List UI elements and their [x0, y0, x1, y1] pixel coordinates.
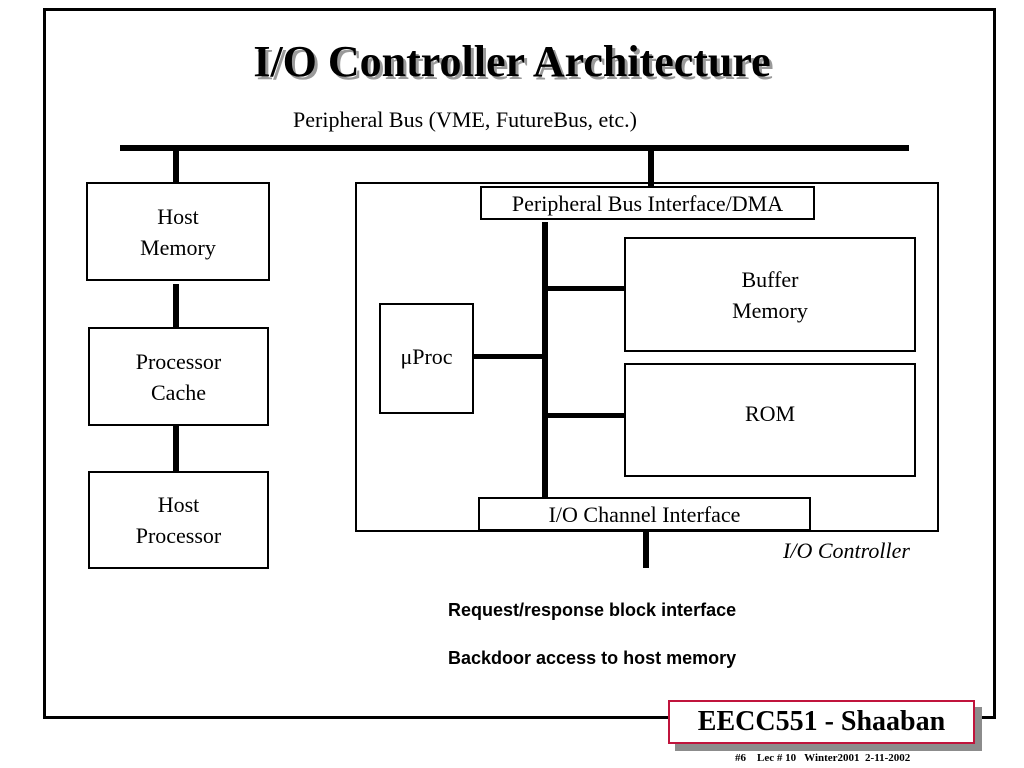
- rom-label: ROM: [744, 401, 796, 426]
- connector-bus-buffer: [545, 286, 625, 291]
- uproc-box: μProc: [379, 303, 474, 414]
- connector-bus-rom: [545, 413, 625, 418]
- note-backdoor-access: Backdoor access to host memory: [448, 648, 737, 668]
- io-controller-label: I/O Controller: [783, 538, 910, 563]
- bus-interface-dma-box: Peripheral Bus Interface/DMA: [480, 186, 815, 220]
- internal-bus-line: [542, 222, 548, 500]
- connector-memory-cache: [173, 284, 179, 327]
- host-memory-label-2: Memory: [140, 234, 216, 260]
- connector-bus-uproc: [473, 354, 545, 359]
- connector-cache-processor: [173, 426, 179, 471]
- bus-interface-dma-label: Peripheral Bus Interface/DMA: [511, 190, 784, 216]
- slide-footer: #6 Lec # 10 Winter2001 2-11-2002: [735, 752, 911, 764]
- io-controller-box: [355, 182, 939, 532]
- peripheral-bus-label: Peripheral Bus (VME, FutureBus, etc.): [293, 107, 637, 132]
- course-badge: EECC551 - Shaaban: [668, 700, 975, 744]
- buffer-memory-label-1: Buffer: [741, 266, 799, 292]
- io-channel-interface-box: I/O Channel Interface: [478, 497, 811, 531]
- peripheral-bus-line: [120, 145, 909, 151]
- processor-cache-label-1: Processor: [135, 348, 222, 374]
- uproc-label: μProc: [400, 344, 453, 369]
- host-processor-label-1: Host: [157, 492, 200, 517]
- bus-drop-host-memory: [173, 150, 179, 184]
- host-memory-label-1: Host: [157, 203, 199, 229]
- rom-box: ROM: [624, 363, 916, 477]
- processor-cache-label-2: Cache: [151, 379, 206, 405]
- channel-drop-line: [643, 532, 649, 568]
- slide-frame: [43, 8, 996, 719]
- slide-title: I/O Controller Architecture: [253, 37, 771, 86]
- buffer-memory-label-2: Memory: [732, 297, 808, 323]
- note-request-response: Request/response block interface: [448, 600, 737, 620]
- host-processor-label-2: Processor: [135, 523, 222, 548]
- bus-drop-controller: [648, 150, 654, 187]
- io-channel-interface-label: I/O Channel Interface: [548, 501, 741, 527]
